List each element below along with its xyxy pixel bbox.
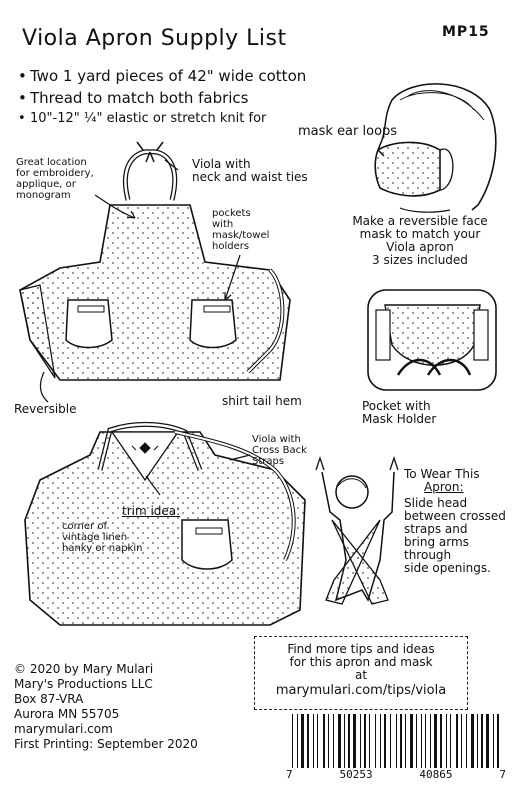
embroidery-label: Great location for embroidery, applique,… [16,157,94,201]
barcode-bar [450,714,451,768]
barcode-bar [323,714,325,768]
supply-item: •Two 1 yard pieces of 42" wide cotton [18,67,307,85]
barcode-bar [410,714,413,768]
barcode-bar [317,714,318,768]
barcode-bar [416,714,417,768]
pocket-caption: Pocket with Mask Holder [362,399,437,426]
barcode-bar [390,714,391,768]
barcode-bar [405,714,406,768]
barcode-bar [466,714,467,768]
barcode-bar [421,714,422,768]
barcode-bar [471,714,474,768]
barcode-bar [430,714,431,768]
barcode-bar [364,714,366,768]
barcode [292,714,499,768]
barcode-bar [493,714,494,768]
barcode-bar [384,714,386,768]
barcode-bar [353,714,356,768]
barcode-bar [425,714,426,768]
apron-neck-ties-drawing [19,141,291,403]
shirt-tail-label: shirt tail hem [222,394,302,408]
barcode-bar [369,714,370,768]
barcode-bar [301,714,304,768]
barcode-bar [396,714,397,768]
barcode-bar [446,714,447,768]
wearing-apron-drawing [315,455,399,605]
supply-item-continued: mask ear loops [298,124,398,139]
trim-idea-title: trim idea: [122,504,181,518]
trim-idea-text: corner of vintage linen hanky or napkin [62,521,143,554]
barcode-bar [461,714,462,768]
barcode-bar [440,714,442,768]
mask-caption: Make a reversible face mask to match you… [352,214,488,267]
pocket-mask-holder-drawing [367,289,497,391]
barcode-bar [375,714,376,768]
barcode-bar [297,714,298,768]
cross-back-label: Viola with Cross Back Straps [252,434,307,467]
barcode-bar [348,714,350,768]
barcode-bar [477,714,478,768]
barcode-bar [333,714,334,768]
barcode-bar [434,714,437,768]
barcode-bar [313,714,314,768]
barcode-bar [400,714,402,768]
mask-head-drawing [374,83,497,213]
page-title: Viola Apron Supply List [22,26,287,51]
barcode-bar [456,714,458,768]
supply-item: •10"-12" ¼" elastic or stretch knit for [18,111,267,126]
barcode-digits: 7 50253 40865 7 [286,768,506,781]
reversible-label: Reversible [14,402,77,416]
barcode-bar [486,714,489,768]
barcode-bar [292,714,293,768]
barcode-bar [380,714,381,768]
supply-item: •Thread to match both fabrics [18,89,249,107]
barcode-bar [497,714,499,768]
barcode-bar [481,714,483,768]
wear-instructions: To Wear This Apron: Slide head between c… [404,467,506,575]
product-code: MP15 [442,24,490,40]
tips-promo-box: Find more tips and ideas for this apron … [254,636,468,710]
neck-ties-label: Viola with neck and waist ties [192,157,308,184]
tips-link[interactable]: marymulari.com/tips/viola [275,683,447,698]
apron-cross-back-drawing [24,421,306,626]
pockets-label: pockets with mask/towel holders [212,208,270,252]
barcode-bar [344,714,345,768]
copyright-block: © 2020 by Mary Mulari Mary's Productions… [14,662,198,751]
barcode-bar [360,714,361,768]
barcode-bar [307,714,309,768]
barcode-bar [328,714,329,768]
barcode-bar [338,714,341,768]
